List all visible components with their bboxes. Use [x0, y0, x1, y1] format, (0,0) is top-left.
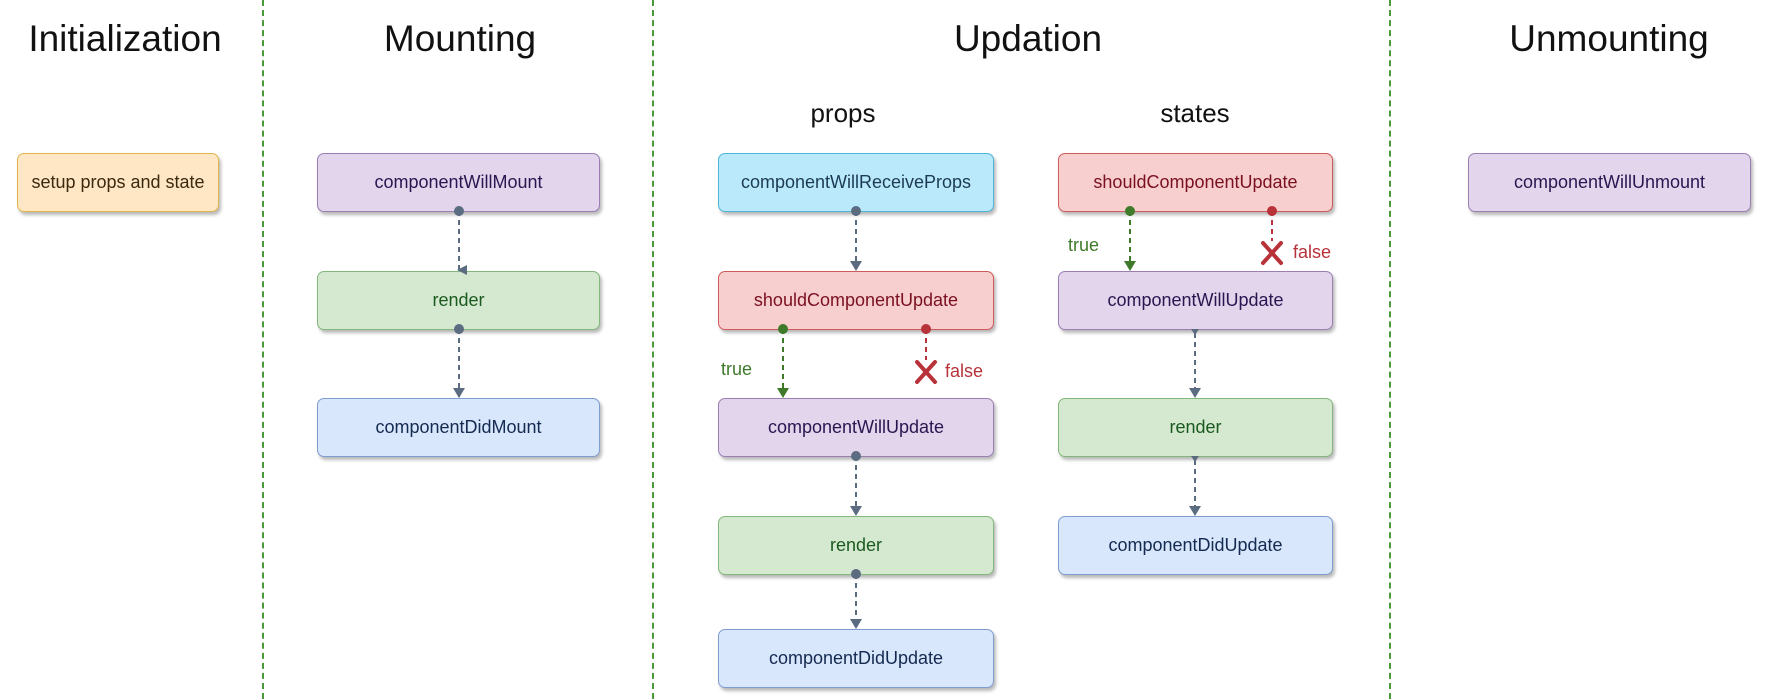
- props-true-connector: [777, 324, 789, 398]
- box-props-render: render: [718, 516, 994, 575]
- box-component-will-mount: componentWillMount: [317, 153, 600, 212]
- states-true-connector: [1124, 206, 1136, 271]
- phase-title-updation: Updation: [953, 18, 1103, 59]
- box-component-will-receive-props: componentWillReceiveProps: [718, 153, 994, 212]
- states-connector: [1189, 329, 1201, 398]
- box-setup-props-and-state: setup props and state: [17, 153, 219, 212]
- box-states-render: render: [1058, 398, 1333, 457]
- states-true-label: true: [1068, 235, 1100, 255]
- props-false-x-icon: [915, 360, 937, 384]
- box-states-should-component-update: shouldComponentUpdate: [1058, 153, 1333, 212]
- box-component-did-mount: componentDidMount: [317, 398, 600, 457]
- phase-divider: [1389, 0, 1391, 699]
- mounting-connector: [453, 324, 465, 398]
- props-connector: [850, 569, 862, 629]
- props-false-label: false: [945, 361, 984, 381]
- props-connector: [850, 451, 862, 516]
- phase-title-initialization: Initialization: [28, 18, 222, 59]
- box-mounting-render: render: [317, 271, 600, 330]
- mounting-connector: [454, 206, 467, 275]
- phase-divider: [262, 0, 264, 699]
- states-false-x-icon: [1261, 241, 1283, 265]
- box-props-component-did-update: componentDidUpdate: [718, 629, 994, 688]
- phase-title-mounting: Mounting: [383, 18, 537, 59]
- box-props-should-component-update: shouldComponentUpdate: [718, 271, 994, 330]
- box-states-component-will-update: componentWillUpdate: [1058, 271, 1333, 330]
- box-props-component-will-update: componentWillUpdate: [718, 398, 994, 457]
- box-component-will-unmount: componentWillUnmount: [1468, 153, 1751, 212]
- props-connector: [850, 206, 862, 271]
- states-false-label: false: [1293, 242, 1332, 262]
- props-true-label: true: [721, 359, 753, 379]
- box-states-component-did-update: componentDidUpdate: [1058, 516, 1333, 575]
- subheading-states: states: [1160, 98, 1230, 128]
- phase-divider: [652, 0, 654, 699]
- states-connector: [1189, 456, 1201, 516]
- subheading-props: props: [810, 98, 876, 128]
- phase-title-unmounting: Unmounting: [1509, 18, 1709, 59]
